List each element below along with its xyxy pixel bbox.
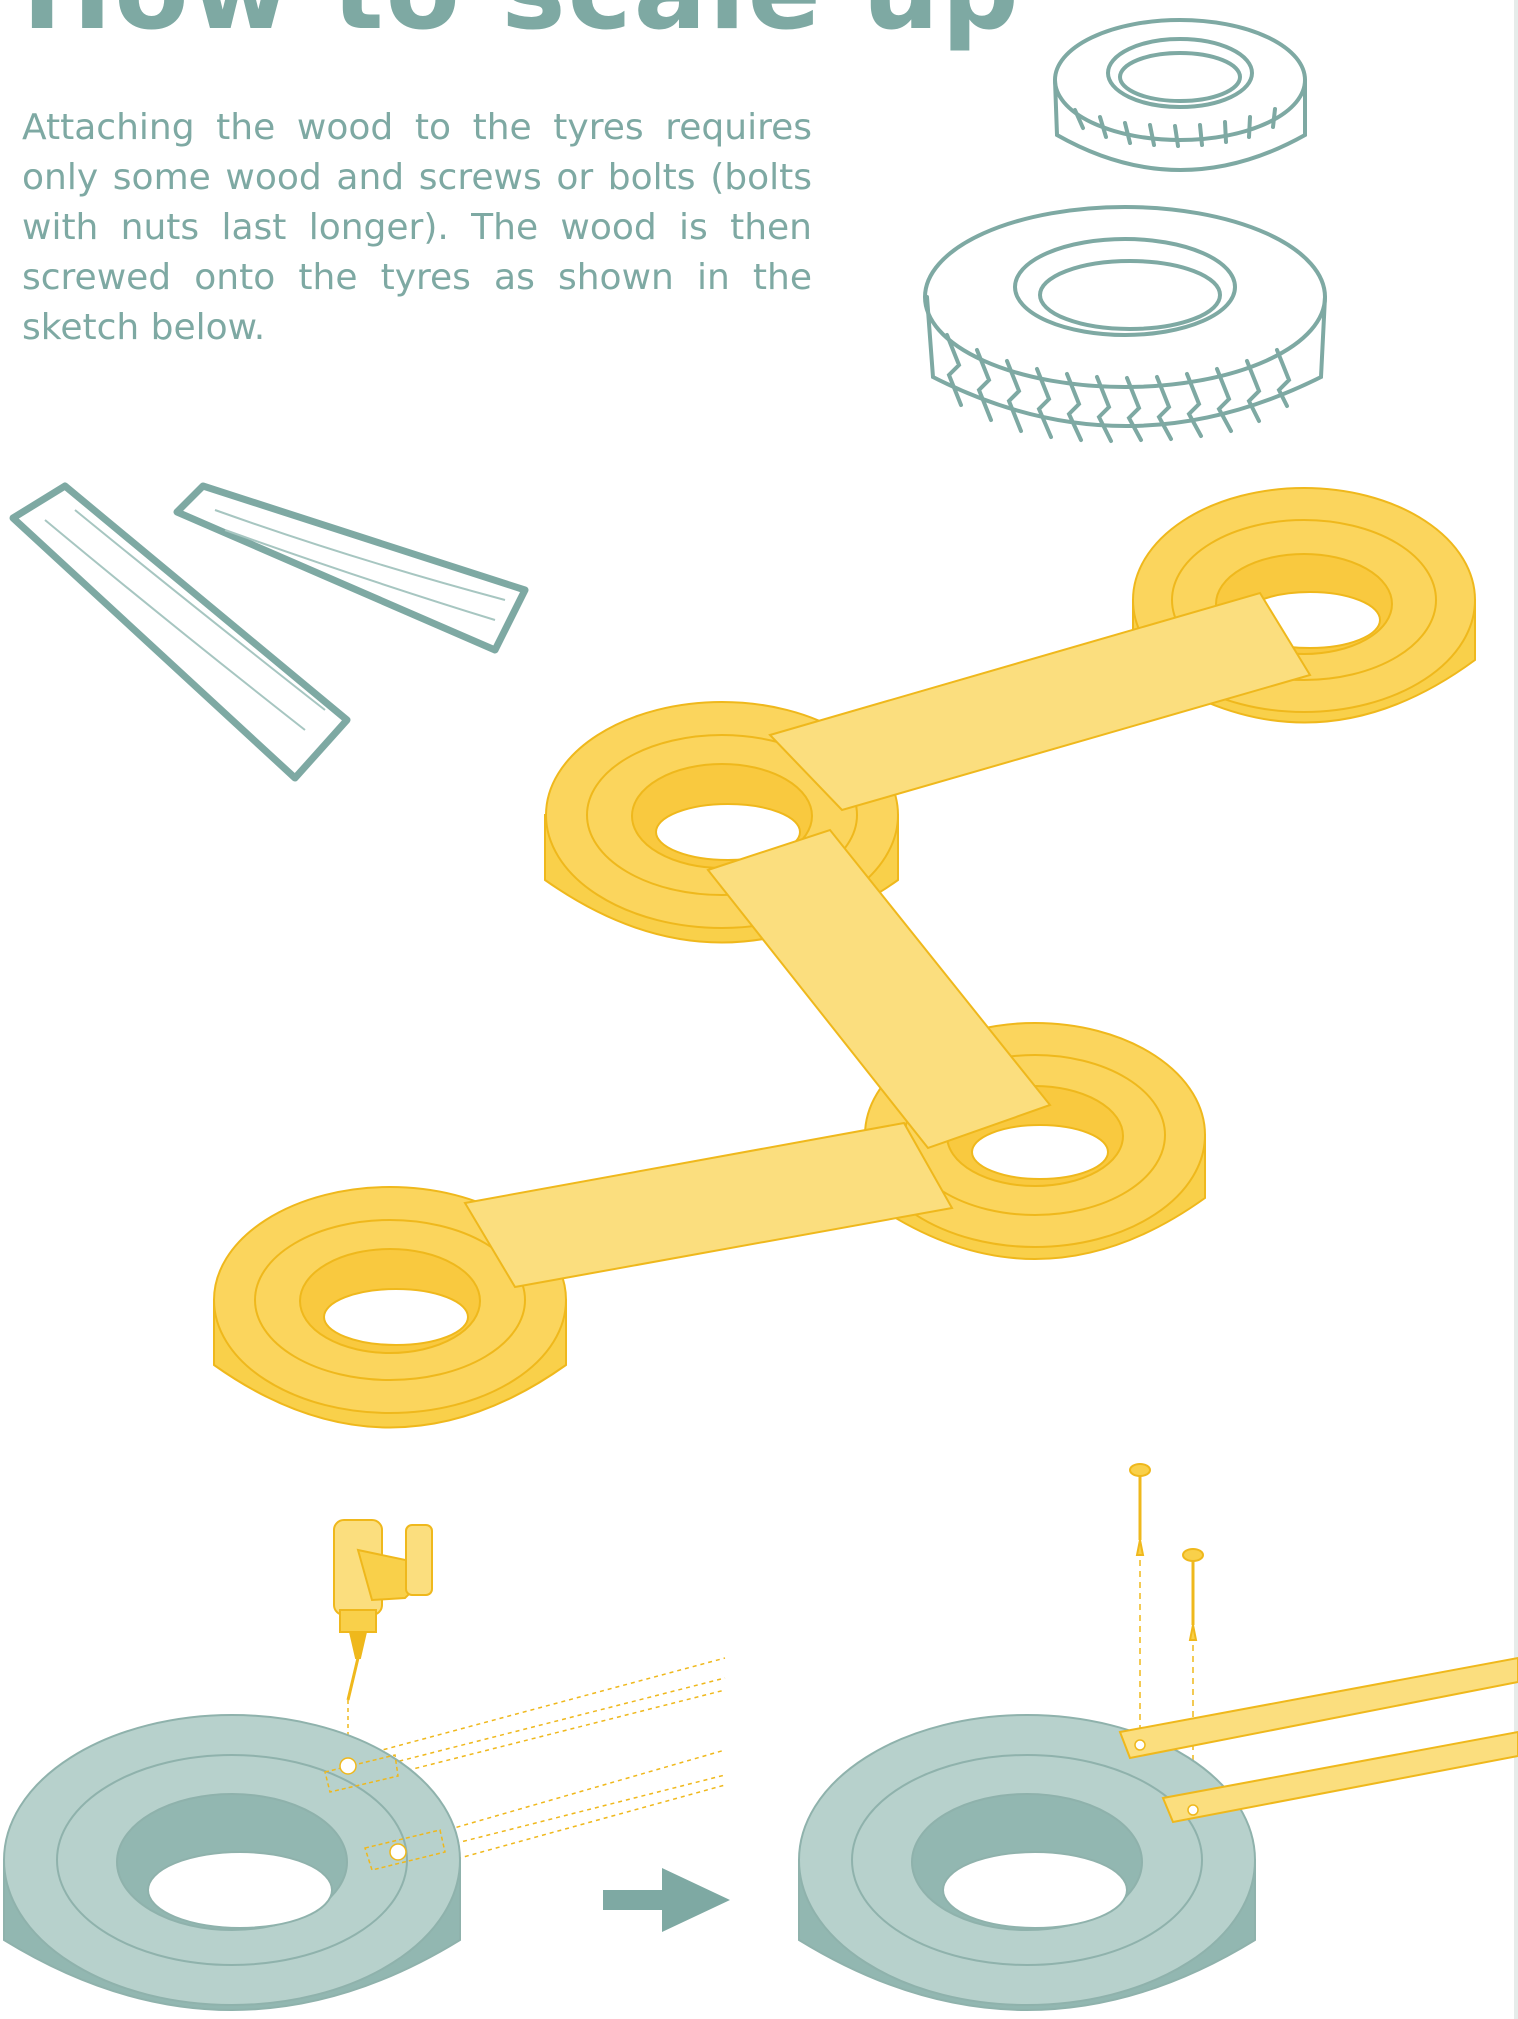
tyre-plank-assembly <box>210 520 1480 1450</box>
screw-icon <box>1130 1464 1203 1640</box>
screw-step-plank-2 <box>1163 1732 1518 1822</box>
drill-step <box>0 1510 735 2019</box>
intro-paragraph: Attaching the wood to the tyres requires… <box>22 103 812 353</box>
drill-step-tyre <box>4 1715 460 2010</box>
screw-step <box>795 1460 1518 2019</box>
screw-step-tyre <box>799 1715 1255 2010</box>
next-step-arrow <box>603 1868 730 1932</box>
assembly-plank-3 <box>465 1123 952 1287</box>
page-heading: How to scale up <box>22 0 1021 42</box>
tyre-stack-sketch <box>925 5 1345 475</box>
drill-icon <box>334 1520 432 1700</box>
